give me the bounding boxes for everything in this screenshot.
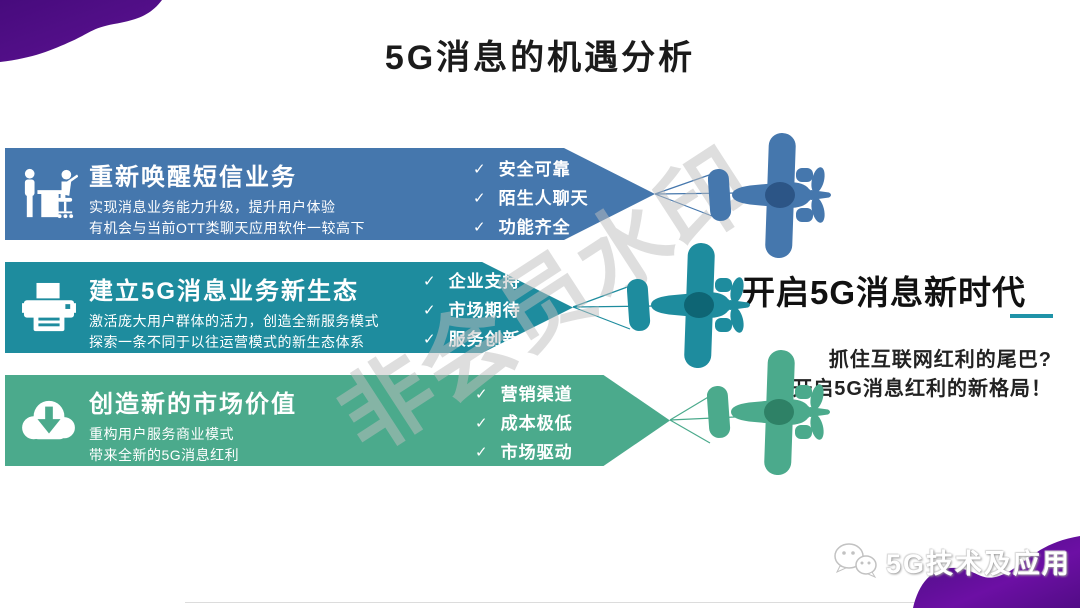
banner-text-block: 重新唤醒短信业务 实现消息业务能力升级，提升用户体验 有机会与当前OTT类聊天应… [89,157,365,239]
banner-desc-line2: 有机会与当前OTT类聊天应用软件一较高下 [89,220,365,236]
check-item: ✓ 市场期待 [423,299,521,322]
check-icon: ✓ [423,331,437,348]
check-label: 企业支持 [448,272,521,291]
banner-checklist: ✓ 企业支持 ✓ 市场期待 ✓ 服务创新 [423,270,521,351]
bottom-divider [185,602,915,603]
wechat-icon [834,543,877,579]
check-label: 安全可靠 [498,160,571,179]
banner-desc-line1: 重构用户服务商业模式 [89,426,234,442]
banner-checklist: ✓ 安全可靠 ✓ 陌生人聊天 ✓ 功能齐全 [473,158,589,239]
banner-checklist: ✓ 营销渠道 ✓ 成本极低 ✓ 市场驱动 [475,383,573,464]
banner-desc-line2: 探索一条不同于以往运营模式的新生态体系 [89,334,365,350]
meeting-icon [17,163,81,225]
check-label: 营销渠道 [500,385,573,404]
airplane-blue [708,133,833,258]
airplane-green [707,350,832,475]
corner-wave-top-left [0,0,162,62]
check-icon: ✓ [473,190,487,207]
banner-text-block: 建立5G消息业务新生态 激活庞大用户群体的活力，创造全新服务模式 探索一条不同于… [89,271,379,353]
headline: 开启5G消息新时代 [742,274,1027,311]
check-label: 成本极低 [500,414,573,433]
banner-text-block: 创造新的市场价值 重构用户服务商业模式 带来全新的5G消息红利 [89,384,297,466]
tagline-line1: 抓住互联网红利的尾巴? [828,349,1052,371]
banner-title: 创造新的市场价值 [89,391,297,418]
check-icon: ✓ [475,386,489,403]
check-icon: ✓ [423,273,437,290]
banner-new-ecosystem: 建立5G消息业务新生态 激活庞大用户群体的活力，创造全新服务模式 探索一条不同于… [5,262,573,353]
brand-name: 5G技术及应用 [886,548,1072,579]
tagline-line2: 开启5G消息红利的新格局！ [792,378,1052,400]
banner-market-value: 创造新的市场价值 重构用户服务商业模式 带来全新的5G消息红利 ✓ 营销渠道 ✓ 成… [5,375,670,466]
banner-desc-line1: 实现消息业务能力升级，提升用户体验 [89,199,336,215]
cloud-download-icon [17,390,81,452]
check-icon: ✓ [423,302,437,319]
check-label: 功能齐全 [498,218,571,237]
headline-underline [1010,314,1053,318]
printer-icon [17,277,81,339]
banner-reawaken-sms: 重新唤醒短信业务 实现消息业务能力升级，提升用户体验 有机会与当前OTT类聊天应… [5,148,655,240]
check-label: 服务创新 [448,330,521,349]
check-item: ✓ 成本极低 [475,412,573,435]
check-item: ✓ 市场驱动 [475,441,573,464]
tagline: 抓住互联网红利的尾巴? 开启5G消息红利的新格局！ [760,346,1052,404]
footer-brand: 5G技术及应用 [832,541,1071,581]
check-icon: ✓ [473,161,487,178]
corner-wave-bottom-right [913,536,1080,608]
check-item: ✓ 安全可靠 [473,158,589,181]
banner-title: 建立5G消息业务新生态 [89,278,360,305]
check-icon: ✓ [475,444,489,461]
check-item: ✓ 服务创新 [423,328,521,351]
check-icon: ✓ [475,415,489,432]
check-item: ✓ 陌生人聊天 [473,187,589,210]
banner-desc-line2: 带来全新的5G消息红利 [89,447,240,463]
check-item: ✓ 营销渠道 [475,383,573,406]
check-label: 陌生人聊天 [498,189,589,208]
check-label: 市场期待 [448,301,521,320]
check-item: ✓ 功能齐全 [473,216,589,239]
check-label: 市场驱动 [500,443,573,462]
banner-desc-line1: 激活庞大用户群体的活力，创造全新服务模式 [89,313,379,329]
check-item: ✓ 企业支持 [423,270,521,293]
check-icon: ✓ [473,219,487,236]
banner-title: 重新唤醒短信业务 [89,164,297,191]
page-title: 5G消息的机遇分析 [384,39,696,77]
